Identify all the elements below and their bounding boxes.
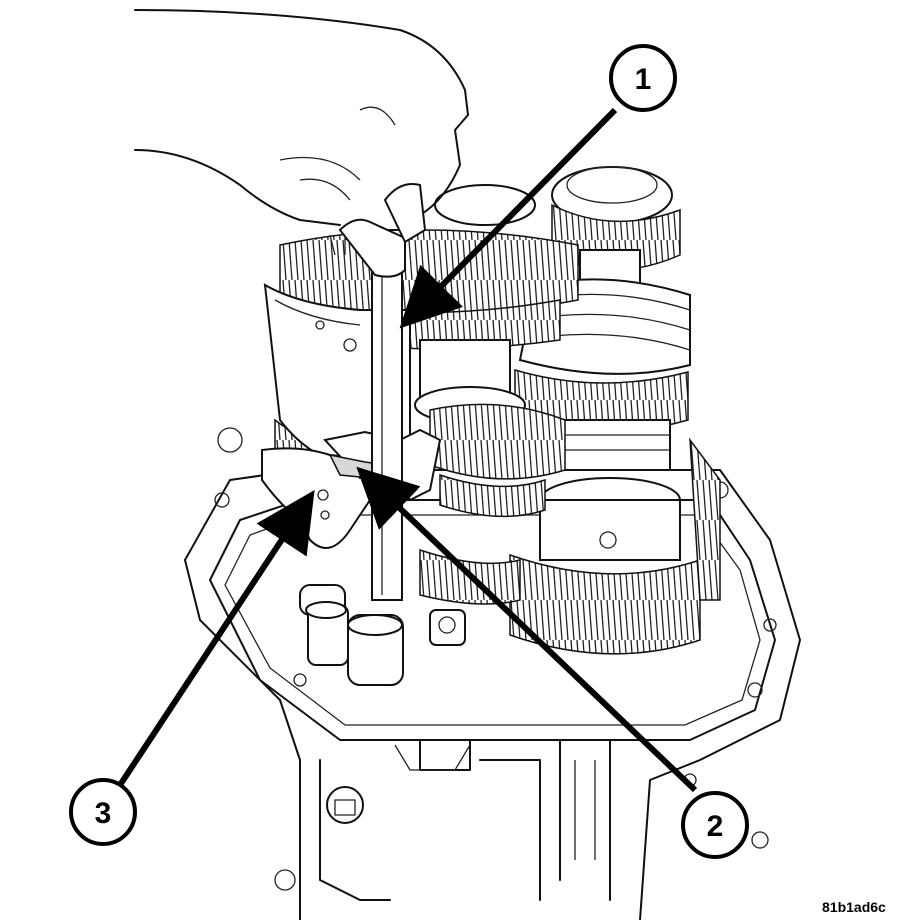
figure-code: 81b1ad6c — [822, 899, 886, 915]
callout-2: 2 — [681, 791, 749, 859]
leader-2 — [356, 466, 698, 793]
callout-3-label: 3 — [95, 797, 112, 830]
shift-rail — [371, 229, 403, 601]
leader-3 — [117, 489, 315, 787]
hand-illustration — [134, 9, 469, 278]
callout-leaders — [117, 107, 698, 793]
callout-1-label: 1 — [635, 63, 652, 96]
callout-3: 3 — [69, 778, 137, 846]
leader-1 — [399, 107, 618, 329]
output-shaft-gear-stack — [509, 166, 721, 655]
callout-2-label: 2 — [707, 810, 724, 843]
callout-1: 1 — [609, 44, 677, 112]
